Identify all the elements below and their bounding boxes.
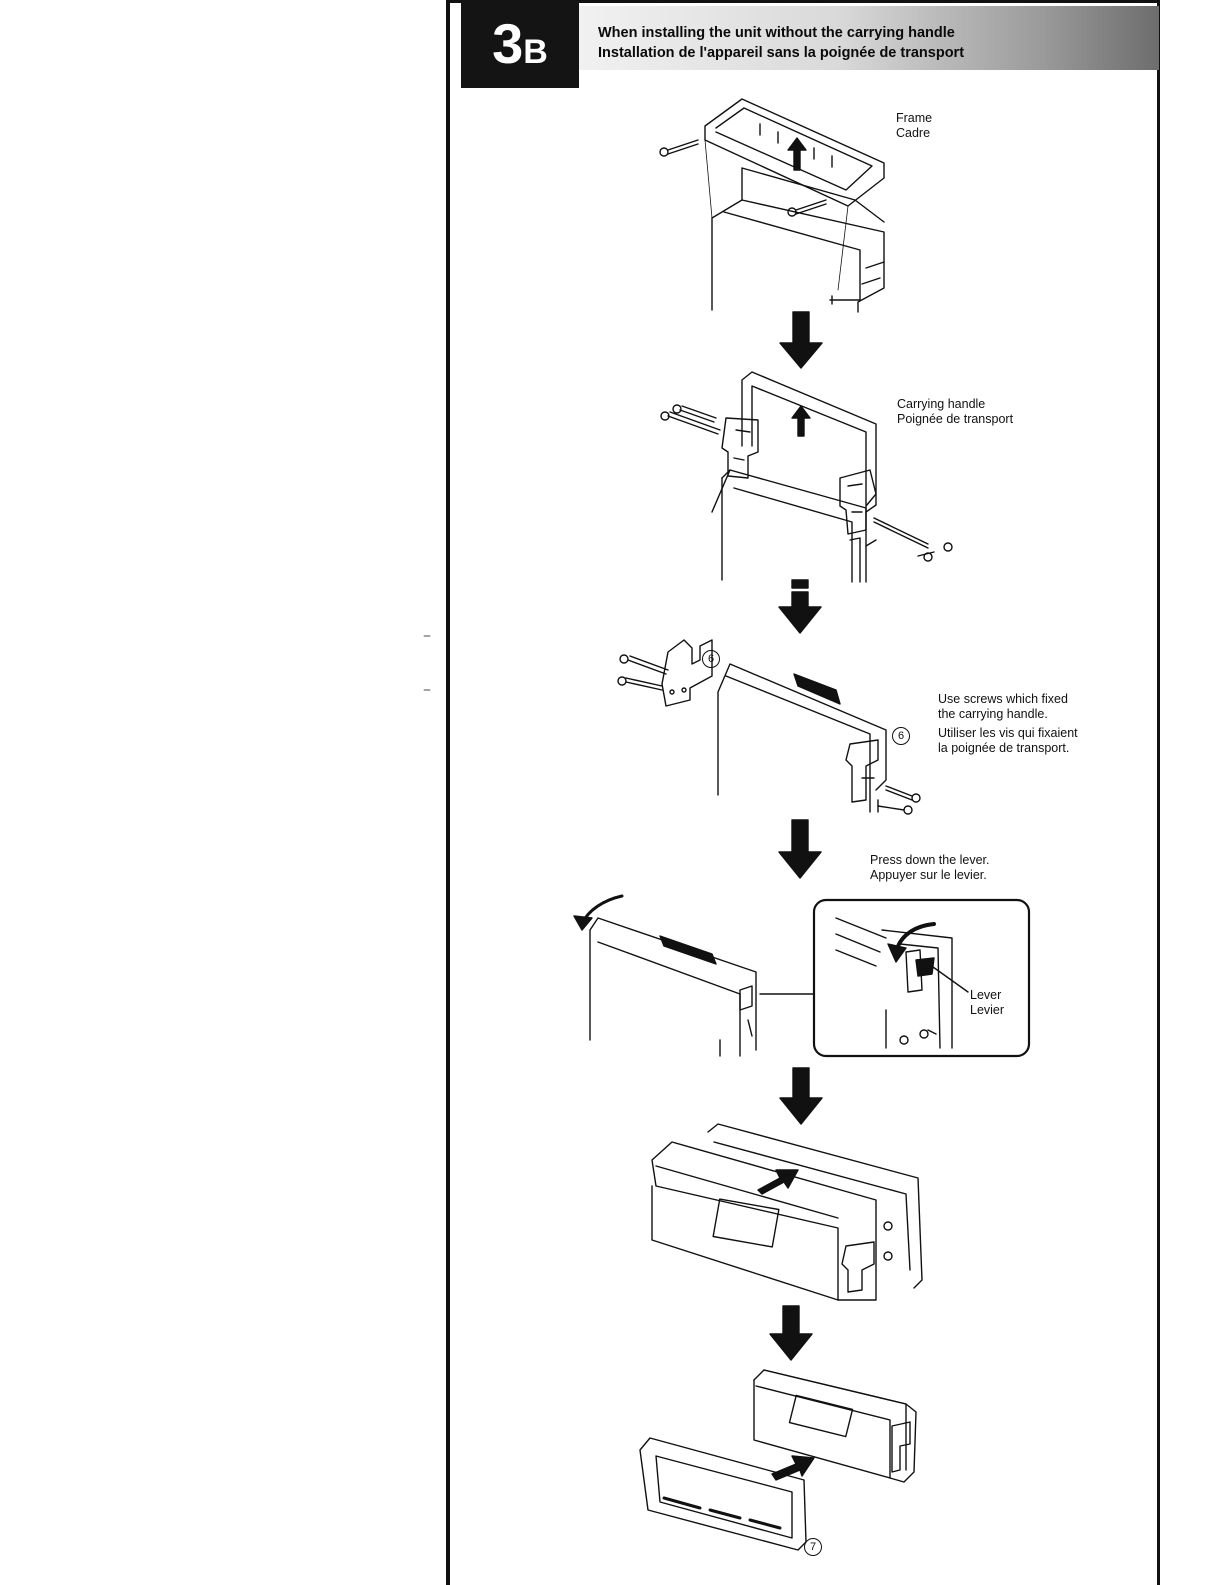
step-letter: B	[523, 33, 548, 71]
handle-removal-illustration	[660, 371, 953, 583]
title-fr: Installation de l'appareil sans la poign…	[598, 45, 965, 61]
right-page-rule	[1157, 0, 1160, 1585]
callout-bracket: 6	[702, 650, 720, 668]
callout-front-panel: 7	[804, 1538, 822, 1556]
lever-step-fr: Appuyer sur le levier.	[870, 868, 987, 882]
callout-bracket-installed: 6	[892, 727, 910, 745]
lever-label-en: Lever	[970, 988, 1002, 1002]
crop-mark	[423, 635, 431, 691]
down-arrow-1	[779, 311, 823, 369]
down-arrow-5	[769, 1305, 813, 1361]
down-arrow-4	[779, 1067, 823, 1125]
down-arrow-3	[778, 819, 822, 879]
top-rule	[446, 0, 1160, 3]
down-arrow-2	[778, 579, 822, 634]
lever-label-fr: Levier	[970, 1003, 1005, 1017]
screws-note-fr-2: la poignée de transport.	[938, 741, 1070, 755]
front-panel-illustration	[639, 1369, 917, 1551]
screws-note-en-1: Use screws which fixed	[938, 692, 1068, 706]
bracket-attach-illustration	[617, 639, 921, 815]
handle-label-fr: Poignée de transport	[897, 412, 1014, 426]
title-en: When installing the unit without the car…	[598, 25, 955, 41]
screws-note-fr-1: Utiliser les vis qui fixaient	[938, 726, 1078, 740]
left-page-rule	[446, 0, 450, 1585]
handle-label-en: Carrying handle	[897, 397, 986, 411]
lever-illustration	[573, 894, 1031, 1058]
frame-label-en: Frame	[896, 111, 933, 125]
step-badge: 3 B	[461, 0, 579, 88]
lever-step-en: Press down the lever.	[870, 853, 990, 867]
frame-removal-illustration	[659, 98, 885, 313]
frame-label-fr: Cadre	[896, 126, 931, 140]
header-banner: When installing the unit without the car…	[579, 6, 1159, 70]
unit-insertion-illustration	[651, 1123, 923, 1301]
step-number: 3	[492, 12, 524, 75]
screws-note-en-2: the carrying handle.	[938, 707, 1048, 721]
